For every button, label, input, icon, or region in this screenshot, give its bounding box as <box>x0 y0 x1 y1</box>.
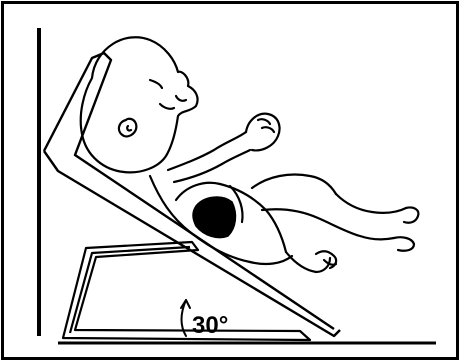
seat-support-stand <box>63 242 310 340</box>
infant-head <box>81 37 198 172</box>
angle-label: 30° <box>192 312 228 339</box>
infant-arm <box>168 114 280 182</box>
shaded-region <box>193 197 235 237</box>
infant-legs <box>252 175 418 273</box>
inclined-seat-board <box>44 53 340 336</box>
